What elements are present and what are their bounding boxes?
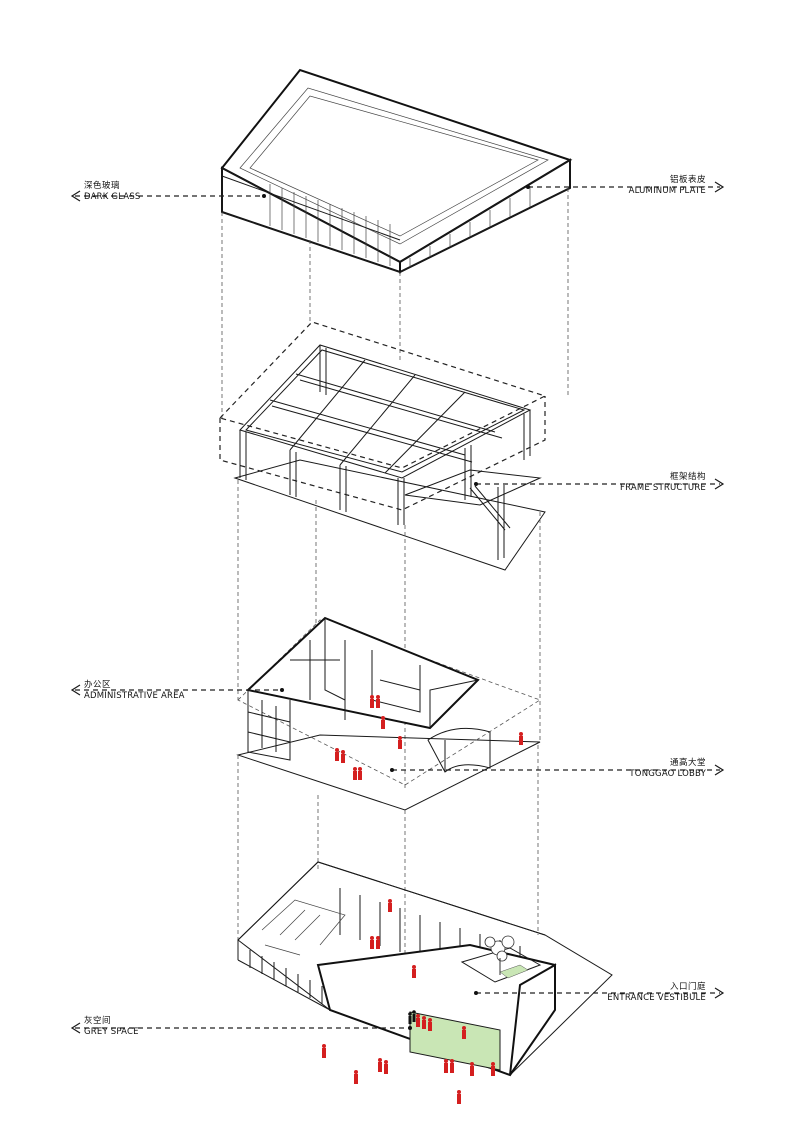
label-frame-structure-en: FRAME STRUCTURE	[619, 483, 706, 494]
roof-top-face	[220, 68, 573, 264]
frame-canopy	[404, 469, 542, 560]
label-tonggao-lobby: 通高大堂 TONGGAO LOBBY	[629, 758, 706, 780]
lobby-curved-wall	[427, 727, 491, 773]
label-dark-glass: 深色玻璃 DARK GLASS	[84, 181, 141, 203]
label-grey-space-en: GREY SPACE	[84, 1027, 139, 1038]
label-aluminum-plate-en: ALUMINUM PLATE	[628, 186, 706, 197]
roof-parapet-inner-2	[249, 95, 539, 237]
ground-layer	[237, 861, 613, 1077]
people-figures	[322, 695, 523, 1104]
frame-envelope-sides	[219, 396, 546, 511]
label-entrance-vestibule-zh: 入口门庭	[669, 982, 706, 992]
frame-layer	[218, 321, 547, 571]
label-aluminum-plate: 铝板表皮 ALUMINUM PLATE	[629, 175, 706, 197]
label-administrative-area-zh: 办公区	[84, 680, 112, 690]
label-administrative-area-en: ADMINISTRATIVE AREA	[84, 691, 185, 702]
roof-glass-fins	[269, 184, 531, 267]
frame-envelope-top	[218, 321, 547, 469]
label-frame-structure: 框架结构 FRAME STRUCTURE	[620, 472, 706, 494]
admin-walls	[247, 618, 479, 761]
ground-interior-rooms	[261, 899, 346, 956]
frame-columns	[239, 345, 531, 525]
frame-beams	[239, 344, 532, 479]
people-dark-figures	[408, 1010, 416, 1024]
roof-soffit-line	[221, 175, 401, 241]
frame-ground-slab	[233, 459, 546, 571]
guide-lines-middle	[237, 480, 541, 790]
label-grey-space: 灰空间 GREY SPACE	[84, 1016, 139, 1038]
roof-parapet-inner	[239, 87, 549, 245]
office-layer	[236, 616, 541, 811]
callout-arrows	[70, 181, 725, 1034]
label-tonggao-lobby-en: TONGGAO LOBBY	[629, 769, 706, 780]
roof-layer	[220, 68, 573, 274]
label-administrative-area: 办公区 ADMINISTRATIVE AREA	[84, 680, 185, 702]
tree-icon	[484, 935, 515, 975]
label-frame-structure-zh: 框架结构	[669, 472, 706, 482]
label-tonggao-lobby-zh: 通高大堂	[669, 758, 706, 768]
label-entrance-vestibule: 入口门庭 ENTRANCE VESTIBULE	[607, 982, 706, 1004]
courtyard-planter	[499, 964, 529, 979]
label-aluminum-plate-zh: 铝板表皮	[669, 175, 706, 185]
office-floor-slab	[236, 734, 541, 811]
label-dark-glass-en: DARK GLASS	[84, 192, 141, 203]
guide-lines-lower	[237, 745, 539, 960]
admin-block-top	[245, 616, 480, 730]
label-entrance-vestibule-en: ENTRANCE VESTIBULE	[607, 993, 706, 1004]
grey-space-glass	[409, 1011, 501, 1071]
label-dark-glass-zh: 深色玻璃	[84, 181, 121, 191]
guide-lines-upper	[221, 188, 569, 420]
office-dashed-envelope	[237, 619, 541, 786]
label-grey-space-zh: 灰空间	[84, 1016, 112, 1026]
